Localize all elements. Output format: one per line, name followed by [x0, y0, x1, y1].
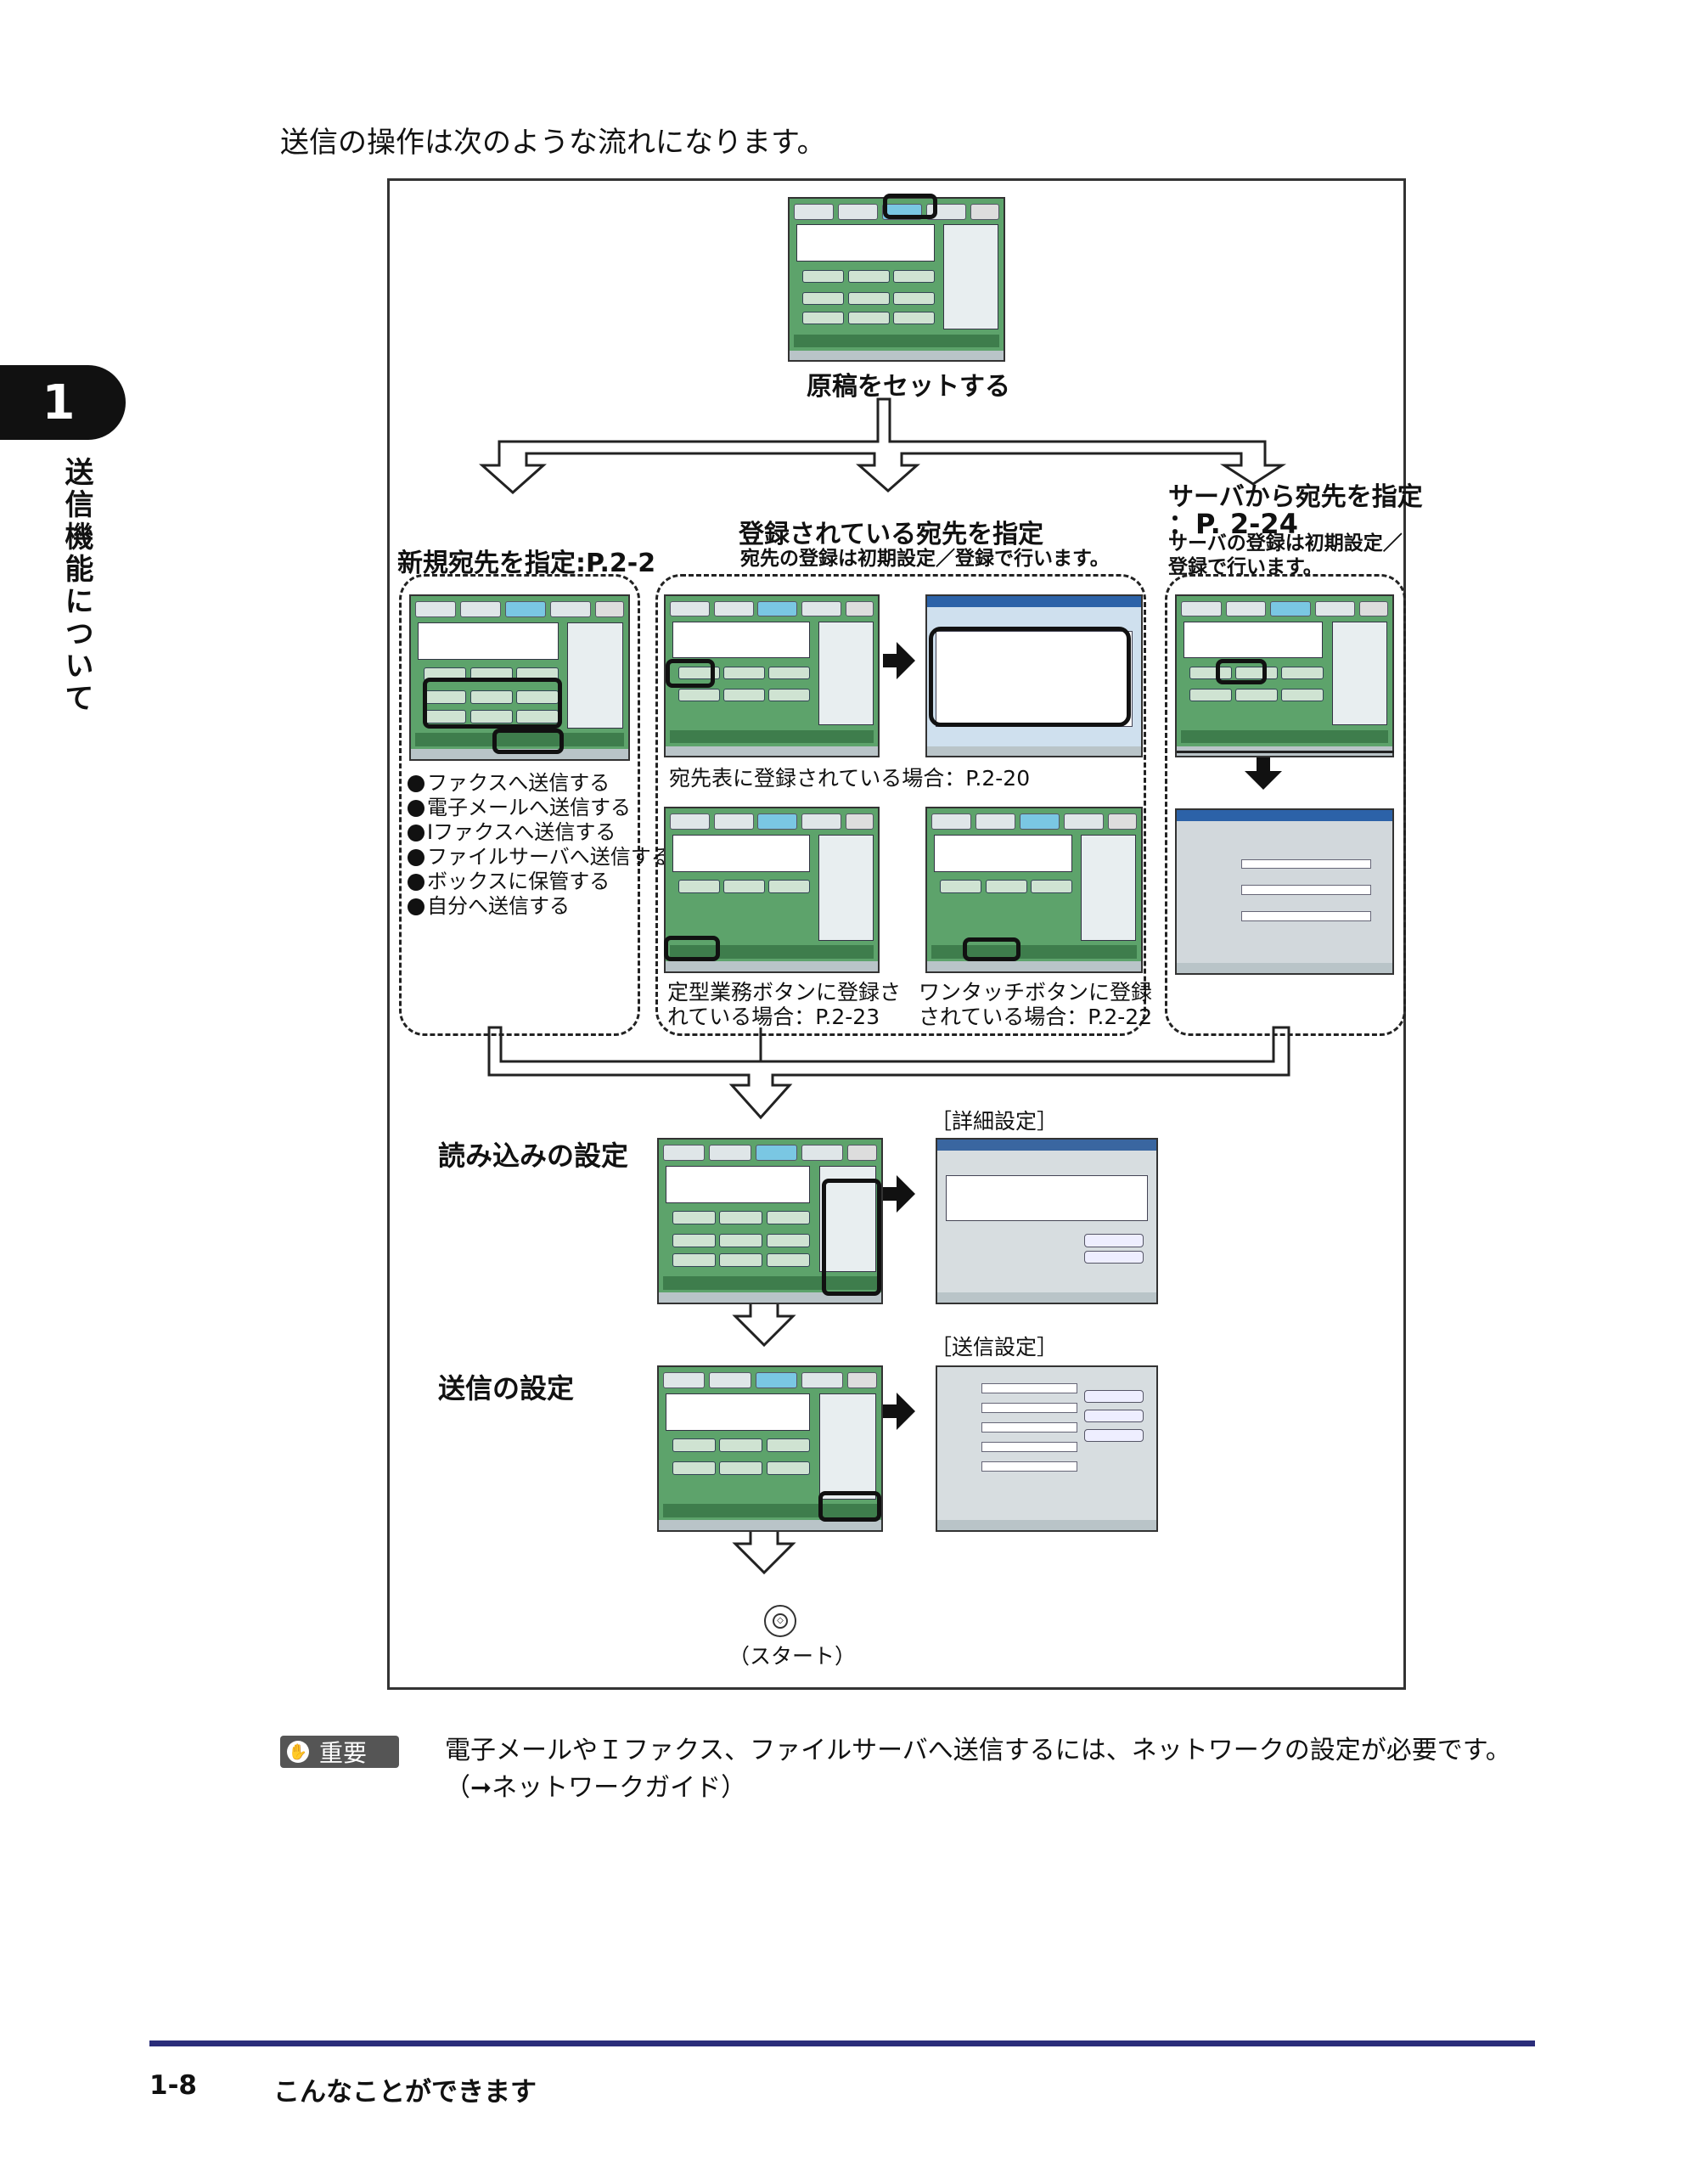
highlight-one-touch-button: [963, 937, 1020, 961]
send-method-item: 自分へ送信する: [408, 894, 672, 919]
highlight-server-button: [1216, 659, 1267, 684]
server-search-dialog: [1175, 808, 1394, 975]
intro-text: 送信の操作は次のような流れになります。: [280, 126, 826, 160]
address-book-caption: 宛先表に登録されている場合：P.2-20: [669, 766, 1031, 791]
bullet-icon: [408, 824, 424, 842]
one-touch-caption: ワンタッチボタンに登録 されている場合：P.2-22: [919, 980, 1153, 1029]
scan-settings-title: 読み込みの設定: [438, 1140, 629, 1172]
copier-screen-address-book-entry: [664, 594, 880, 757]
address-book-list-screen: [925, 594, 1143, 757]
chapter-title-vertical: 送信機能について: [59, 457, 93, 715]
copier-screen-send: [657, 1365, 883, 1532]
footer-section-title: こんなことができます: [273, 2077, 537, 2108]
scan-detail-screen: [936, 1138, 1158, 1304]
send-method-item: Iファクスへ送信する: [408, 820, 672, 845]
bullet-icon: [408, 799, 424, 817]
registered-destination-subtitle: 宛先の登録は初期設定／登録で行います。: [740, 548, 1110, 570]
highlight-favorites-button: [664, 936, 720, 961]
group-new-destination: [399, 574, 640, 1036]
highlight-scan-settings: [822, 1179, 881, 1296]
send-methods-list: ファクスへ送信する 電子メールへ送信する Iファクスへ送信する ファイルサーバへ…: [408, 771, 672, 919]
chapter-number-tab: 1: [0, 365, 126, 440]
important-badge: ✋ 重要: [280, 1736, 399, 1768]
bullet-icon: [408, 873, 424, 891]
highlight-send-tab: [883, 194, 937, 219]
send-method-item: 電子メールへ送信する: [408, 796, 672, 820]
send-method-item: ボックスに保管する: [408, 870, 672, 894]
send-settings-title: 送信の設定: [438, 1372, 575, 1404]
hand-icon: ✋: [287, 1741, 309, 1763]
group-registered-destination: [655, 574, 1146, 1036]
server-destination-note: サーバの登録は初期設定／ 登録で行います。: [1168, 532, 1403, 578]
copier-screen-one-touch: [925, 807, 1143, 973]
scan-detail-label: ［詳細設定］: [931, 1109, 1059, 1134]
start-label: （スタート）: [728, 1644, 857, 1669]
send-method-item: ファイルサーバへ送信する: [408, 845, 672, 870]
bullet-icon: [408, 848, 424, 866]
important-label: 重要: [319, 1739, 368, 1767]
highlight-new-dest-extra: [492, 729, 564, 754]
bullet-icon: [408, 898, 424, 915]
new-destination-title: 新規宛先を指定:P.2-2: [397, 549, 656, 578]
group-server-destination: [1165, 574, 1406, 1036]
page-number: 1-8: [149, 2070, 198, 2101]
highlight-new-dest-buttons: [423, 678, 562, 729]
important-note-text: 電子メールやＩファクス、ファイルサーバへ送信するには、ネットワークの設定が必要で…: [445, 1736, 1511, 1803]
send-detail-screen: [936, 1365, 1158, 1532]
server-divider: [1177, 751, 1394, 753]
server-destination-title: サーバから宛先を指定: [1168, 482, 1423, 512]
favorites-caption: 定型業務ボタンに登録さ れている場合：P.2-23: [667, 980, 902, 1029]
send-method-item: ファクスへ送信する: [408, 771, 672, 796]
start-button-icon: ◇: [764, 1605, 796, 1637]
copier-screen-main: [788, 197, 1005, 362]
send-detail-label: ［送信設定］: [931, 1335, 1059, 1359]
copier-screen-scan: [657, 1138, 883, 1304]
copier-screen-favorites: [664, 807, 880, 973]
server-destination-page: ：P. 2-24: [1168, 508, 1298, 540]
footer-rule: [149, 2040, 1535, 2046]
step-set-original: 原稿をセットする: [807, 372, 1010, 402]
highlight-send-settings: [818, 1491, 881, 1522]
highlight-address-list: [929, 627, 1131, 727]
bullet-icon: [408, 774, 424, 792]
registered-destination-title: 登録されている宛先を指定: [739, 520, 1044, 549]
highlight-address-book-button: [666, 659, 715, 688]
copier-screen-server-entry: [1175, 594, 1394, 757]
